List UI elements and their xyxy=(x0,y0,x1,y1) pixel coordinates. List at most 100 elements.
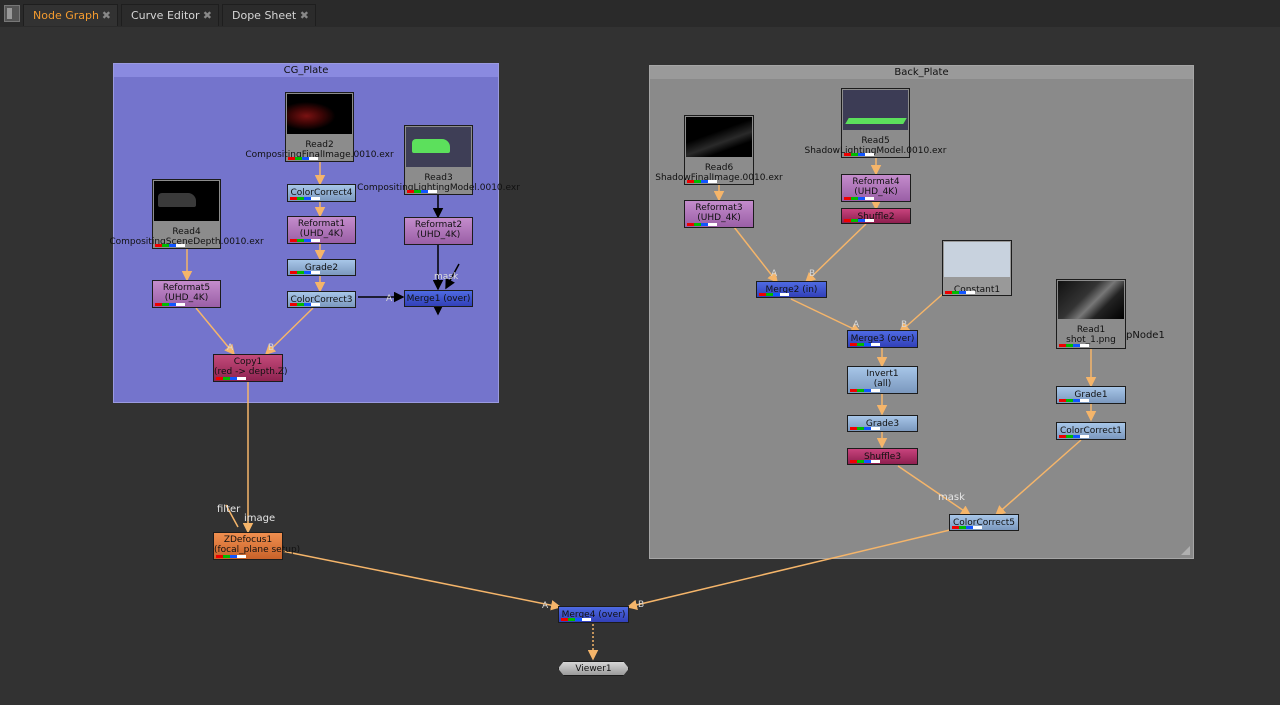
input-label-a: A xyxy=(771,269,778,279)
node-name: Reformat3 xyxy=(695,203,743,213)
input-label-mask: mask xyxy=(434,272,459,282)
node-name: Copy1 xyxy=(233,357,263,367)
node-name: Constant1 xyxy=(953,285,1001,295)
channel-strip xyxy=(850,427,880,430)
close-icon[interactable]: ✖ xyxy=(299,9,309,22)
node-zdefocus1[interactable]: ZDefocus1 (focal_plane setup) xyxy=(213,532,300,560)
input-label-mask: mask xyxy=(938,492,965,503)
node-colorcorrect5[interactable]: ColorCorrect5 xyxy=(949,514,1019,531)
node-name: Grade3 xyxy=(865,419,900,429)
channel-strip xyxy=(844,153,874,156)
node-reformat5[interactable]: Reformat5 (UHD_4K) xyxy=(152,280,221,308)
channel-strip xyxy=(687,180,717,183)
channel-strip xyxy=(945,291,975,294)
node-file: CompositingSceneDepth.0010.exr xyxy=(109,237,264,247)
node-reformat1[interactable]: Reformat1 (UHD_4K) xyxy=(287,216,356,244)
thumbnail xyxy=(154,181,219,221)
node-file: shot_1.png xyxy=(1066,335,1116,345)
backdrop-title: CG_Plate xyxy=(114,64,498,77)
node-merge3[interactable]: Merge3 (over) xyxy=(847,330,918,348)
node-read4[interactable]: Read4 CompositingSceneDepth.0010.exr xyxy=(109,179,264,249)
wire xyxy=(445,263,460,290)
node-file: ShadowFinalImage.0010.exr xyxy=(655,173,783,183)
node-read1[interactable]: Read1 shot_1.png xyxy=(1056,279,1126,349)
node-name: Read2 xyxy=(305,140,334,150)
node-name: Read5 xyxy=(861,136,890,146)
node-grade2[interactable]: Grade2 xyxy=(287,259,356,276)
node-name: Viewer1 xyxy=(575,664,612,674)
wire xyxy=(897,465,972,516)
node-name: Reformat2 xyxy=(414,220,463,230)
node-read6[interactable]: Read6 ShadowFinalImage.0010.exr xyxy=(655,115,783,185)
input-label-b: B xyxy=(268,343,275,353)
channel-strip xyxy=(288,157,318,160)
node-shuffle2[interactable]: Shuffle2 xyxy=(841,208,911,224)
node-colorcorrect1[interactable]: ColorCorrect1 xyxy=(1056,422,1126,440)
input-label-a: A xyxy=(227,343,234,353)
node-name: Read4 xyxy=(172,227,201,237)
node-reformat4[interactable]: Reformat4 (UHD_4K) xyxy=(841,174,911,202)
node-reformat3[interactable]: Reformat3 (UHD_4K) xyxy=(684,200,754,228)
node-colorcorrect4[interactable]: ColorCorrect4 xyxy=(287,184,356,202)
channel-strip xyxy=(561,618,591,621)
node-name: Shuffle3 xyxy=(863,452,902,462)
tab-dope-sheet[interactable]: Dope Sheet ✖ xyxy=(222,4,316,26)
node-shuffle3[interactable]: Shuffle3 xyxy=(847,448,918,465)
wire xyxy=(264,307,314,356)
close-icon[interactable]: ✖ xyxy=(101,9,111,22)
wire xyxy=(626,529,951,611)
node-sub: (UHD_4K) xyxy=(299,229,344,239)
node-merge2[interactable]: Merge2 (in) xyxy=(756,281,827,298)
wire xyxy=(898,291,946,333)
car-silhouette xyxy=(412,139,450,153)
shadow-shape xyxy=(845,118,907,124)
wire xyxy=(790,298,862,333)
node-read5[interactable]: Read5 ShadowLightingModel.0010.exr xyxy=(805,88,946,158)
node-name: ColorCorrect1 xyxy=(1059,426,1123,436)
close-icon[interactable]: ✖ xyxy=(202,9,212,22)
input-label-b: B xyxy=(809,269,816,279)
node-sub: (UHD_4K) xyxy=(854,187,898,197)
thumbnail xyxy=(686,117,752,157)
thumbnail xyxy=(944,242,1010,277)
input-label-filter: filter xyxy=(217,504,241,515)
node-name: ZDefocus1 xyxy=(223,535,273,545)
node-read2[interactable]: Read2 CompositingFinalImage.0010.exr xyxy=(245,92,394,162)
tab-label: Node Graph xyxy=(33,9,99,22)
node-name: Invert1 xyxy=(866,369,899,379)
node-invert1[interactable]: Invert1 (all) xyxy=(847,366,918,394)
tab-curve-editor[interactable]: Curve Editor ✖ xyxy=(121,4,219,26)
node-viewer1[interactable]: Viewer1 xyxy=(558,661,629,676)
node-constant1[interactable]: Constant1 xyxy=(942,240,1012,296)
channel-strip xyxy=(759,293,789,296)
node-name: Grade2 xyxy=(304,263,339,273)
node-read3[interactable]: Read3 CompositingLightingModel.0010.exr xyxy=(357,125,520,195)
input-label-a: A xyxy=(386,294,393,304)
node-name: Read6 xyxy=(704,163,734,173)
wire xyxy=(804,223,867,284)
resize-handle[interactable] xyxy=(1181,546,1190,555)
node-name: Merge4 (over) xyxy=(561,610,626,620)
node-name: Merge1 (over) xyxy=(406,294,471,304)
input-label-a: A xyxy=(853,320,860,330)
channel-strip xyxy=(844,197,874,200)
input-label-b: B xyxy=(901,320,908,330)
tab-node-graph[interactable]: Node Graph ✖ xyxy=(23,4,118,26)
node-sub: (UHD_4K) xyxy=(697,213,741,223)
node-sub: (all) xyxy=(873,379,892,389)
channel-strip xyxy=(952,526,982,529)
node-merge1[interactable]: Merge1 (over) xyxy=(404,290,473,307)
node-reformat2[interactable]: Reformat2 (UHD_4K) xyxy=(404,217,473,245)
wire xyxy=(225,504,239,528)
node-merge4[interactable]: Merge4 (over) xyxy=(558,606,629,623)
node-copy1[interactable]: Copy1 (red -> depth.Z) xyxy=(213,354,288,382)
node-name: ColorCorrect5 xyxy=(952,518,1016,528)
panel-menu-icon[interactable] xyxy=(4,5,20,22)
node-colorcorrect3[interactable]: ColorCorrect3 xyxy=(287,291,356,308)
node-name: Merge2 (in) xyxy=(765,285,818,295)
node-graph-canvas[interactable]: CG_Plate Back_Plate xyxy=(0,27,1280,705)
wire xyxy=(281,550,562,611)
node-grade3[interactable]: Grade3 xyxy=(847,415,918,432)
channel-strip xyxy=(850,343,880,346)
node-grade1[interactable]: Grade1 xyxy=(1056,386,1126,404)
